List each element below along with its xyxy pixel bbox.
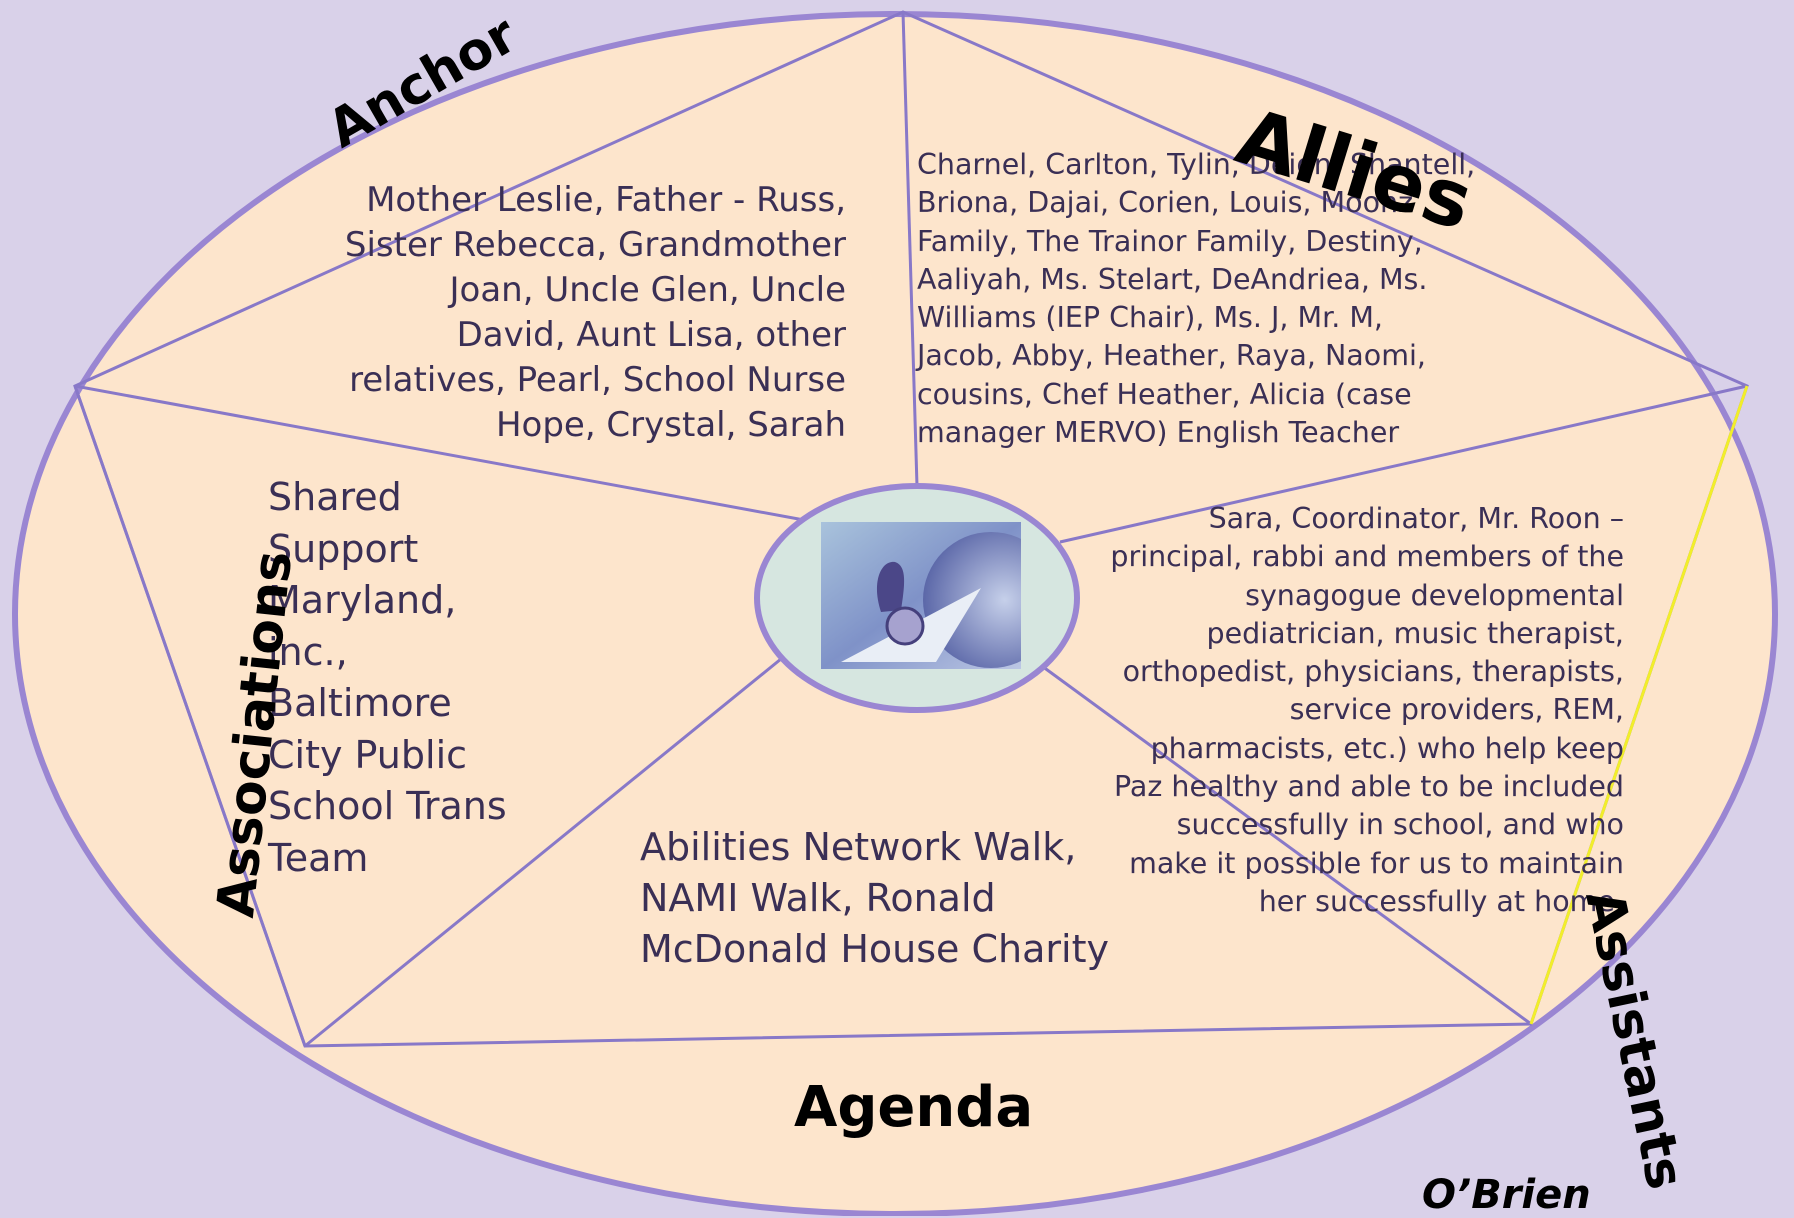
author-credit: O’Brien [1422,1172,1591,1218]
pentagon [73,10,1749,1048]
spoke-agenda-right [1019,648,1532,1026]
agenda-members: Abilities Network Walk, NAMI Walk, Ronal… [640,825,1109,971]
highlight-line [1529,385,1749,1025]
spoke-associations [73,385,307,1047]
spoke-assistants [1059,384,1748,544]
spoke-allies [901,11,920,521]
center-artwork [821,522,1021,669]
pentagon-lines [73,10,1749,1048]
agenda-heading: Agenda [794,1075,1034,1140]
anchor-members: Mother Leslie, Father - Russ, Sister Reb… [344,180,846,445]
figure-shape [876,561,905,612]
wheel-shape [885,606,925,646]
spoke-anchor [74,384,805,522]
associations-members: Shared Support Maryland, inc., Baltimore… [268,475,507,880]
spoke-agenda-left [304,648,793,1048]
assistants-members: Sara, Coordinator, Mr. Roon – principal,… [1110,502,1624,918]
allies-members: Charnel, Carlton, Tylin, Deion, Shantell… [917,148,1476,450]
